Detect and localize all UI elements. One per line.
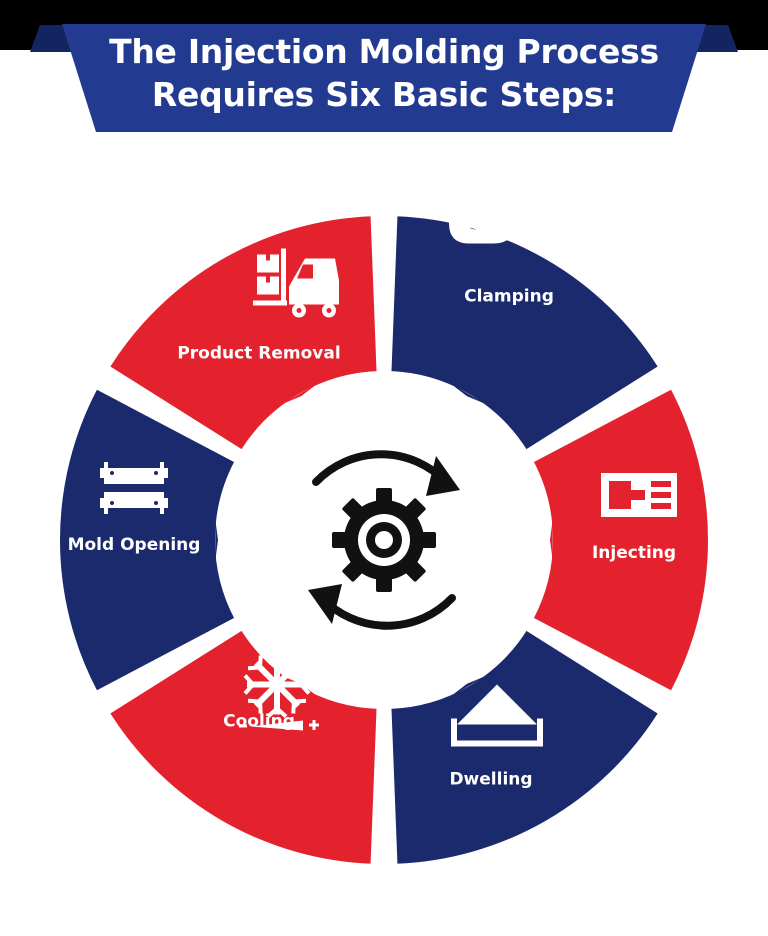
step-injecting-label: Injecting <box>592 543 676 563</box>
mold-plates-icon <box>100 462 168 514</box>
injection-nozzle-icon <box>601 473 677 517</box>
step-dwelling: Dwelling <box>389 628 661 866</box>
step-mold-opening: Mold Opening <box>58 387 237 693</box>
step-injecting-pointer <box>550 519 553 561</box>
step-dwelling-label: Dwelling <box>449 770 532 790</box>
step-injecting: Injecting <box>531 387 710 693</box>
center-hub <box>218 374 550 706</box>
mold-triangle-icon <box>451 684 543 747</box>
step-cooling-segment <box>107 628 379 866</box>
step-product-removal-label: Product Removal <box>177 343 340 363</box>
step-clamping-segment <box>389 214 661 452</box>
step-clamping: Clamping <box>389 185 661 452</box>
step-dwelling-segment <box>389 628 661 866</box>
step-mold-opening-label: Mold Opening <box>68 535 201 555</box>
step-clamping-label: Clamping <box>464 286 554 306</box>
step-dwelling-pointer <box>450 675 487 697</box>
step-mold-opening-segment <box>58 387 237 693</box>
step-product-removal: Product Removal <box>107 214 379 452</box>
step-product-removal-pointer <box>281 383 318 405</box>
step-clamping-pointer <box>450 383 487 405</box>
step-mold-opening-pointer <box>215 519 218 561</box>
step-injecting-segment <box>531 387 710 693</box>
title-banner <box>30 24 738 132</box>
page-title: The Injection Molding Process Requires S… <box>0 30 768 116</box>
title-line-2: Requires Six Basic Steps: <box>151 75 617 114</box>
gear-cycle-icon <box>308 450 460 630</box>
title-line-1: The Injection Molding Process <box>109 32 659 71</box>
step-cooling-label: Cooling <box>223 712 295 732</box>
clamp-icon <box>445 185 541 244</box>
forklift-icon <box>253 248 339 318</box>
